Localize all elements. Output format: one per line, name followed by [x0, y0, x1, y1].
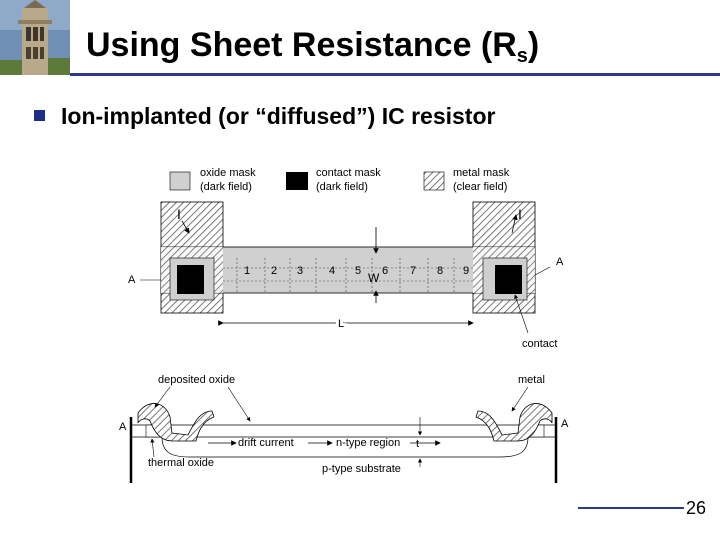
square-label: 8 [437, 265, 443, 277]
legend-metal-swatch [423, 171, 445, 191]
square-label: 1 [244, 265, 250, 277]
title-underline [70, 73, 720, 76]
n-type-region-label: n-type region [336, 437, 400, 449]
legend: oxide mask (dark field) contact mask (da… [169, 167, 510, 193]
left-metal-section [137, 403, 215, 442]
cross-section: deposited oxide metal A A drift current … [119, 374, 569, 483]
legend-metal-label: metal mask [453, 167, 510, 179]
campanile-logo [0, 0, 70, 75]
resistor-oxide-region [160, 246, 536, 294]
svg-text:L: L [338, 318, 344, 330]
drift-current-label: drift current [238, 437, 294, 449]
resistor-diagram: oxide mask (dark field) contact mask (da… [119, 167, 569, 483]
current-label-right: I [518, 206, 522, 222]
left-contact [177, 265, 204, 294]
thermal-oxide-label: thermal oxide [148, 457, 214, 469]
section-label-left: A [128, 274, 136, 286]
length-label: L [338, 318, 344, 330]
legend-metal-sublabel: (clear field) [453, 181, 507, 193]
current-label-left: I [177, 206, 181, 222]
legend-contact-sublabel: (dark field) [316, 181, 368, 193]
contact-label: contact [522, 338, 557, 350]
footer-rule [578, 507, 684, 509]
right-contact [495, 265, 522, 294]
section-label-left: A [119, 421, 127, 433]
section-label-right: A [561, 418, 569, 430]
deposited-oxide-label: deposited oxide [158, 374, 235, 386]
square-label: 5 [355, 265, 361, 277]
square-label: 6 [382, 265, 388, 277]
section-label-right: A [556, 256, 564, 268]
legend-contact-label: contact mask [316, 167, 381, 179]
page-title: Using Sheet Resistance (Rs) [86, 26, 540, 67]
right-metal-section [475, 403, 553, 442]
thickness-label: t [416, 438, 419, 450]
square-label: 9 [463, 265, 469, 277]
p-type-substrate-label: p-type substrate [322, 463, 401, 475]
legend-contact-swatch [286, 172, 308, 190]
square-label: 7 [410, 265, 416, 277]
bullet-item: Ion-implanted (or “diffused”) IC resisto… [34, 103, 495, 130]
bullet-square-icon [34, 110, 45, 121]
legend-oxide-sublabel: (dark field) [200, 181, 252, 193]
metal-label: metal [518, 374, 545, 386]
page-number: 26 [686, 498, 707, 518]
square-label: 4 [329, 265, 335, 277]
square-label: 2 [271, 265, 277, 277]
width-label: W [368, 271, 380, 285]
legend-oxide-swatch [169, 171, 191, 191]
legend-oxide-label: oxide mask [200, 167, 256, 179]
square-label: 3 [297, 265, 303, 277]
top-view: 1 2 3 4 5 6 7 8 9 W I I A A L L contact [128, 201, 564, 350]
